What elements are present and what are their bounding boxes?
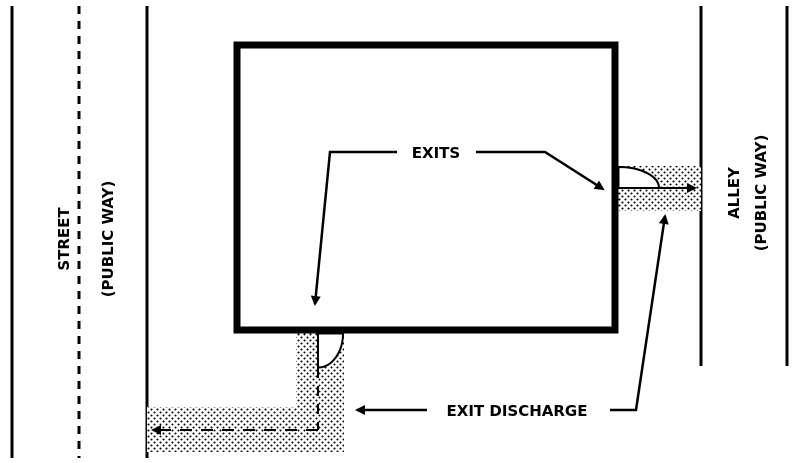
alley-label: ALLEY xyxy=(725,166,743,219)
exits-callout-arrow-right xyxy=(476,150,605,191)
exit-discharge-label: EXIT DISCHARGE xyxy=(447,402,588,420)
bottom-exit-door xyxy=(317,332,345,369)
street-label: STREET xyxy=(55,207,73,271)
street-sub-label: (PUBLIC WAY) xyxy=(99,181,117,298)
building xyxy=(233,41,619,334)
exits-callout-arrow-left xyxy=(310,150,397,306)
exits-label: EXITS xyxy=(412,144,460,162)
exit-discharge-path-street xyxy=(147,330,344,452)
alley-sub-label: (PUBLIC WAY) xyxy=(752,135,770,252)
exit-discharge-callout-arrow-right xyxy=(610,214,669,412)
